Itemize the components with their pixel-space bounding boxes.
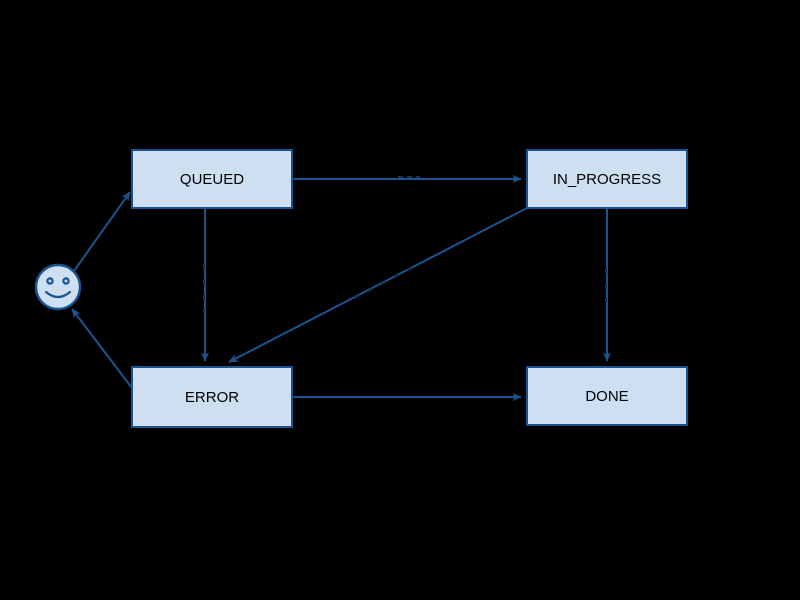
- node-in-progress-label: IN_PROGRESS: [553, 171, 661, 188]
- edge-inprogress-to-error-label-gap: [344, 267, 413, 304]
- smiley-face-circle: [34, 263, 82, 311]
- node-error-label: ERROR: [185, 389, 239, 406]
- node-error[interactable]: ERROR: [131, 366, 293, 428]
- smiley-mouth-icon: [44, 290, 72, 299]
- node-queued-box: [131, 149, 293, 209]
- edge-inprogress-to-error[interactable]: [228, 207, 528, 363]
- edge-error-to-actor-line: [71, 308, 136, 393]
- smiley-right-eye-icon: [62, 277, 70, 285]
- edge-error-to-actor[interactable]: [71, 308, 136, 393]
- edge-actor-to-queued[interactable]: [73, 191, 131, 272]
- edge-inprogress-to-error-line: [228, 207, 528, 363]
- edge-queued-to-inprogress[interactable]: [292, 175, 522, 183]
- edge-layer: [71, 175, 611, 401]
- smiley-face-icon[interactable]: [34, 263, 82, 311]
- node-done-label: DONE: [585, 388, 628, 405]
- node-in-progress-box: [526, 149, 688, 209]
- node-layer: QUEUED IN_PROGRESS ERROR DONE: [131, 149, 688, 428]
- node-in-progress[interactable]: IN_PROGRESS: [526, 149, 688, 209]
- node-done[interactable]: DONE: [526, 366, 688, 426]
- node-queued[interactable]: QUEUED: [131, 149, 293, 209]
- edge-actor-to-queued-line: [73, 191, 131, 272]
- node-done-box: [526, 366, 688, 426]
- node-error-box: [131, 366, 293, 428]
- node-queued-label: QUEUED: [180, 171, 244, 188]
- edge-queued-to-error[interactable]: [201, 208, 209, 362]
- smiley-left-eye-icon: [46, 277, 54, 285]
- edge-inprogress-to-done[interactable]: [603, 208, 611, 362]
